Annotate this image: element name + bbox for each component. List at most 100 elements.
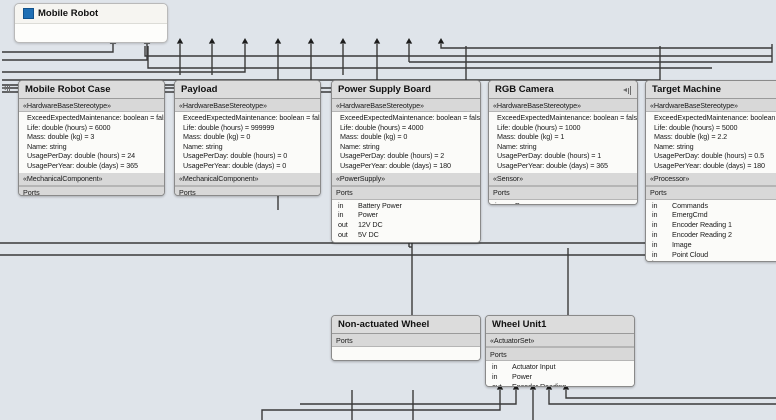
port-connector-icon[interactable]: [623, 86, 633, 95]
block-title: Payload: [175, 81, 320, 99]
port-name: 5V DC: [358, 229, 379, 239]
ports-header: Ports: [332, 334, 480, 347]
block-stereotype-secondary: «PowerSupply»: [332, 172, 480, 186]
port-connector-icon-left[interactable]: [2, 84, 12, 93]
port-name: Image: [672, 239, 692, 249]
block-payload[interactable]: Payload «HardwareBaseStereotype» ExceedE…: [174, 80, 321, 196]
block-stereotype: «HardwareBaseStereotype»: [332, 99, 480, 112]
property-row: UsagePerYear: double (days) = 180: [654, 160, 765, 170]
port-direction: in: [652, 239, 658, 249]
property-row: ExceedExpectedMaintenance: boolean = fal…: [340, 113, 481, 122]
block-target-machine[interactable]: Target Machine «HardwareBaseStereotype» …: [645, 80, 776, 262]
port-row[interactable]: in Encoder Reading 2: [646, 230, 776, 240]
property-row: Mass: double (kg) = 1: [497, 132, 565, 142]
root-block-title: Mobile Robot: [38, 7, 99, 19]
port-direction: out: [338, 229, 348, 239]
property-row: UsagePerDay: double (hours) = 0: [183, 151, 288, 161]
block-mobile-robot-case[interactable]: Mobile Robot Case «HardwareBaseStereotyp…: [18, 80, 165, 196]
property-row: UsagePerYear: double (days) = 365: [27, 160, 138, 170]
block-title: Non-actuated Wheel: [332, 316, 480, 334]
property-row: Name: string: [497, 141, 537, 151]
block-properties: ExceedExpectedMaintenance: boolean = fal…: [332, 112, 480, 173]
port-row[interactable]: in Power: [486, 372, 634, 382]
block-stereotype: «ActuatorSet»: [486, 334, 634, 347]
port-direction: in: [652, 200, 658, 210]
block-stereotype-secondary: «Processor»: [646, 172, 776, 186]
block-properties: ExceedExpectedMaintenance: boolean = fal…: [489, 112, 637, 173]
block-title: Power Supply Board: [332, 81, 480, 99]
port-direction: in: [652, 229, 658, 239]
block-rgb-camera[interactable]: RGB Camera «HardwareBaseStereotype» Exce…: [488, 80, 638, 205]
ports-header: Ports: [646, 185, 776, 200]
port-name: EmergCmd: [672, 210, 708, 220]
port-row[interactable]: in Battery Power: [332, 201, 480, 211]
property-row: ExceedExpectedMaintenance: boolean = fal…: [183, 113, 321, 122]
property-row: UsagePerDay: double (hours) = 24: [27, 151, 136, 161]
block-stereotype: «HardwareBaseStereotype»: [489, 99, 637, 112]
block-non-actuated-wheel[interactable]: Non-actuated Wheel Ports: [331, 315, 481, 361]
port-direction: in: [338, 210, 344, 220]
port-name: Point Cloud: [672, 249, 709, 259]
block-title: Wheel Unit1: [486, 316, 634, 334]
block-title: RGB Camera: [489, 81, 637, 99]
block-stereotype: «HardwareBaseStereotype»: [646, 99, 776, 112]
block-properties: ExceedExpectedMaintenance: boolean = fal…: [19, 112, 164, 173]
block-stereotype: «HardwareBaseStereotype»: [19, 99, 164, 112]
root-block-mobile-robot[interactable]: Mobile Robot: [14, 3, 168, 43]
ports-header: Ports: [19, 185, 164, 195]
port-direction: in: [652, 259, 672, 261]
block-stereotype-secondary: «Sensor»: [489, 172, 637, 186]
blue-square-icon: [23, 8, 34, 19]
port-row[interactable]: in Encoder Reading 1: [646, 220, 776, 230]
port-direction: in: [338, 200, 344, 210]
port-name: Power: [515, 201, 535, 204]
port-direction: out: [492, 381, 502, 387]
port-direction: in: [492, 362, 498, 371]
block-properties: ExceedExpectedMaintenance: boolean = fal…: [175, 112, 320, 173]
port-row[interactable]: in Image: [646, 240, 776, 250]
block-power-supply-board[interactable]: Power Supply Board «HardwareBaseStereoty…: [331, 80, 481, 243]
property-row: ExceedExpectedMaintenance: boolean = tru…: [654, 113, 776, 122]
ports-header: Ports: [486, 347, 634, 361]
property-row: Mass: double (kg) = 3: [27, 132, 95, 142]
block-stereotype: «HardwareBaseStereotype»: [175, 99, 320, 112]
property-row: UsagePerDay: double (hours) = 1: [497, 151, 602, 161]
port-direction: in: [495, 201, 515, 204]
port-name: Encoder Reading 2: [672, 229, 732, 239]
property-row: ExceedExpectedMaintenance: boolean = fal…: [497, 113, 638, 122]
property-row: Mass: double (kg) = 0: [340, 132, 408, 142]
port-direction: out: [338, 220, 348, 230]
property-row: Name: string: [27, 141, 67, 151]
port-name: Power: [512, 371, 532, 381]
port-direction: in: [652, 220, 658, 230]
block-properties: ExceedExpectedMaintenance: boolean = tru…: [646, 112, 776, 173]
ports-header: Ports: [332, 185, 480, 200]
property-row: UsagePerYear: double (days) = 0: [183, 160, 287, 170]
property-row: Name: string: [183, 141, 223, 151]
port-direction: in: [492, 371, 498, 381]
ports-header: Ports: [175, 185, 320, 195]
port-name: Encoder Reading 1: [672, 220, 732, 230]
ports-list: [332, 347, 480, 360]
block-title: Target Machine: [646, 81, 776, 99]
property-row: UsagePerDay: double (hours) = 2: [340, 151, 445, 161]
port-row[interactable]: out 5V DC: [332, 230, 480, 240]
root-block-header: Mobile Robot: [15, 4, 167, 24]
property-row: Name: string: [340, 141, 380, 151]
port-name: Battery Power: [358, 200, 402, 210]
property-row: UsagePerYear: double (days) = 365: [497, 160, 608, 170]
